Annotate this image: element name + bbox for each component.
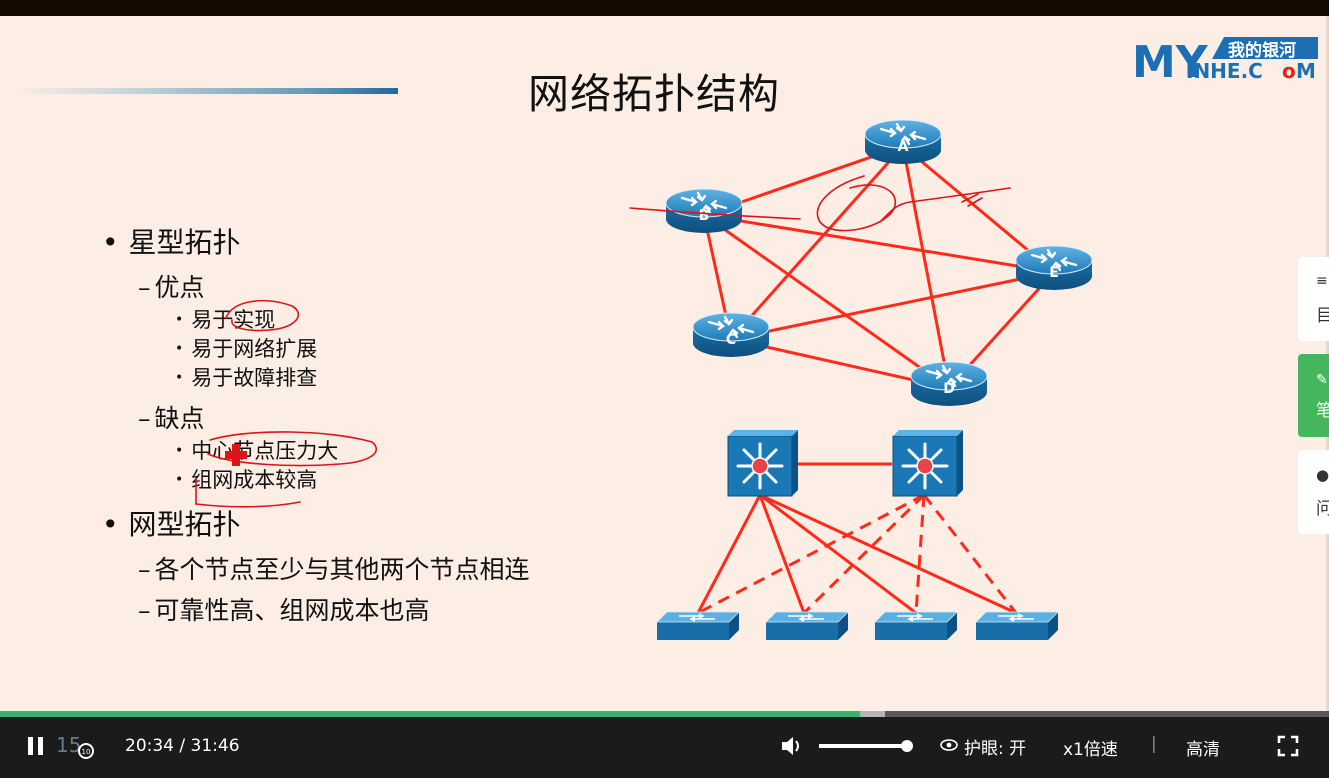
access-switch-1 — [656, 611, 740, 641]
link-b-d — [703, 213, 950, 390]
router-b: B — [664, 187, 744, 235]
switch-backup-links — [697, 493, 1018, 615]
access-switch-2 — [765, 611, 849, 641]
note-icon: ✎ — [1316, 372, 1328, 388]
question-icon: ● — [1316, 466, 1329, 484]
svg-text:A: A — [898, 139, 909, 155]
backup-core2-acc2 — [802, 493, 926, 615]
backup-core2-acc1 — [697, 493, 925, 615]
bullet-disadvantages: –缺点 — [138, 404, 205, 433]
side-tab-catalog[interactable]: ≡ 目 — [1298, 257, 1329, 341]
svg-text:D: D — [943, 381, 955, 397]
slide-canvas: 网络拓扑结构 MY 我的银河 INHE.C o M •星型拓扑 –优点 •易于实… — [0, 16, 1326, 714]
bullet-easy-implement: •易于实现 — [175, 308, 276, 332]
pause-icon[interactable] — [26, 735, 46, 757]
link-b-e — [703, 213, 1055, 274]
rewind-icon: 10 — [78, 743, 94, 759]
logo-letters-my: MY — [1132, 37, 1209, 81]
annotation-arrow-line — [879, 187, 1011, 223]
logo-letters-inhe: INHE.C — [1186, 59, 1263, 81]
svg-text:E: E — [1049, 265, 1059, 281]
core-switch-1 — [726, 428, 800, 498]
backup-core2-acc4 — [922, 494, 1018, 614]
core-switch-2 — [891, 428, 965, 498]
catalog-icon: ≡ — [1316, 273, 1328, 289]
side-tab-notes[interactable]: ✎ 笔 — [1298, 354, 1329, 437]
volume-level — [819, 744, 907, 748]
logo-brand-text: 我的银河 — [1228, 40, 1296, 61]
link-core1-acc2 — [758, 494, 806, 614]
fullscreen-icon[interactable] — [1277, 735, 1299, 757]
logo-banner — [1212, 37, 1318, 59]
router-d: D — [909, 360, 989, 408]
pen-annotations — [195, 175, 1011, 508]
annotation-circle-pressure — [207, 431, 378, 467]
bullet-mesh-reliability: –可靠性高、组网成本也高 — [138, 596, 430, 625]
side-tab-questions[interactable]: ● 问 — [1298, 450, 1329, 534]
link-core1-acc4 — [759, 493, 1017, 615]
bullet-center-pressure: •中心节点压力大 — [175, 439, 339, 463]
link-a-c — [729, 145, 905, 340]
switch-links — [696, 462, 1017, 615]
annotation-strike-line — [629, 207, 801, 220]
volume-knob[interactable] — [901, 740, 913, 752]
player-controls: 15 10 20:34 / 31:46 护眼: 开 x1倍速 | 高清 — [0, 717, 1329, 778]
speed-button[interactable]: x1倍速 — [1063, 740, 1118, 760]
logo-letter-m: M — [1296, 59, 1316, 81]
annotation-underline-cost — [195, 501, 301, 508]
myinhe-logo: MY 我的银河 INHE.C o M — [1132, 37, 1318, 81]
annotation-ticks — [961, 193, 983, 207]
quality-button[interactable]: 高清 — [1186, 740, 1220, 760]
router-e: E — [1014, 244, 1094, 292]
slide-title: 网络拓扑结构 — [528, 70, 780, 118]
link-core1-acc3 — [759, 493, 917, 615]
bullet-mesh-topology: •网型拓扑 — [102, 508, 241, 541]
topology-diagrams: A B C D E — [195, 118, 1094, 641]
bullet-easy-troubleshoot: •易于故障排查 — [175, 366, 318, 390]
access-switch-3 — [874, 611, 958, 641]
progress-bar[interactable] — [0, 711, 1329, 717]
link-c-e — [730, 270, 1055, 341]
link-core1-acc1 — [696, 494, 762, 614]
pen-cursor-icon — [225, 444, 247, 466]
bullet-advantages: –优点 — [138, 273, 205, 302]
annotation-circle-realize — [225, 299, 299, 332]
router-c: C — [691, 311, 771, 359]
svg-text:10: 10 — [82, 748, 91, 756]
title-decoration-rule — [10, 88, 398, 94]
svg-text:B: B — [699, 208, 710, 224]
time-display: 20:34 / 31:46 — [125, 736, 240, 756]
progress-played — [0, 711, 860, 717]
access-switch-4 — [975, 611, 1059, 641]
rewind-15-button[interactable]: 15 10 — [54, 731, 98, 761]
eye-icon — [940, 739, 958, 751]
bullet-easy-expand: •易于网络扩展 — [175, 337, 318, 361]
bullet-mesh-connectivity: –各个节点至少与其他两个节点相连 — [138, 555, 530, 584]
volume-slider[interactable] — [819, 740, 913, 752]
logo-red-o: o — [1282, 59, 1296, 81]
backup-core2-acc3 — [914, 494, 926, 614]
router-a: A — [863, 118, 943, 166]
annotation-circle — [816, 175, 897, 232]
svg-text:C: C — [726, 332, 736, 348]
bullet-high-cost: •组网成本较高 — [175, 468, 318, 492]
link-a-d — [901, 145, 951, 389]
bullet-star-topology: •星型拓扑 — [102, 226, 241, 259]
controls-separator: | — [1151, 734, 1157, 754]
top-bar — [0, 0, 1329, 16]
volume-icon[interactable] — [780, 735, 804, 757]
